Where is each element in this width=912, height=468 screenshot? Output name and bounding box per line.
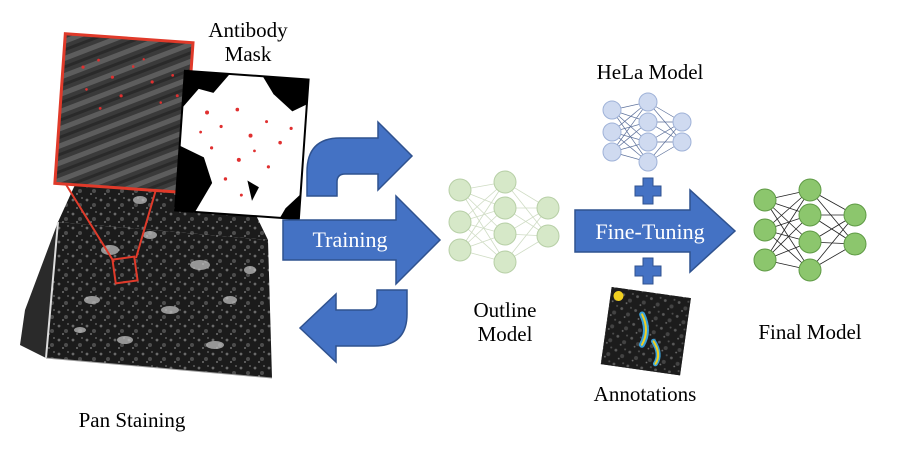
outline-model-network <box>448 170 560 274</box>
annotations-image <box>600 286 691 376</box>
antibody-mask-image <box>174 69 310 221</box>
volume-front-face <box>46 222 272 378</box>
final-model-label: Final Model <box>758 320 862 344</box>
plus-icon <box>634 177 662 205</box>
training-label: Training <box>313 227 388 252</box>
curved-arrow-bottom <box>298 289 408 364</box>
antibody-mask-label: Antibody Mask <box>208 18 288 66</box>
hela-model-network <box>602 92 692 172</box>
pan-staining-label: Pan Staining <box>78 408 186 432</box>
outline-model-label: Outline Model <box>473 298 537 346</box>
annotations-label: Annotations <box>593 382 697 406</box>
fine-tuning-arrow <box>574 188 737 274</box>
fine-tuning-label: Fine-Tuning <box>595 219 704 244</box>
selection-box <box>111 255 139 285</box>
training-arrow <box>282 194 442 286</box>
plus-icon <box>634 257 662 285</box>
curved-arrow-top <box>306 120 414 197</box>
hela-model-label: HeLa Model <box>596 60 704 84</box>
inset-zoom-image <box>53 32 195 194</box>
final-model-network <box>753 178 867 282</box>
